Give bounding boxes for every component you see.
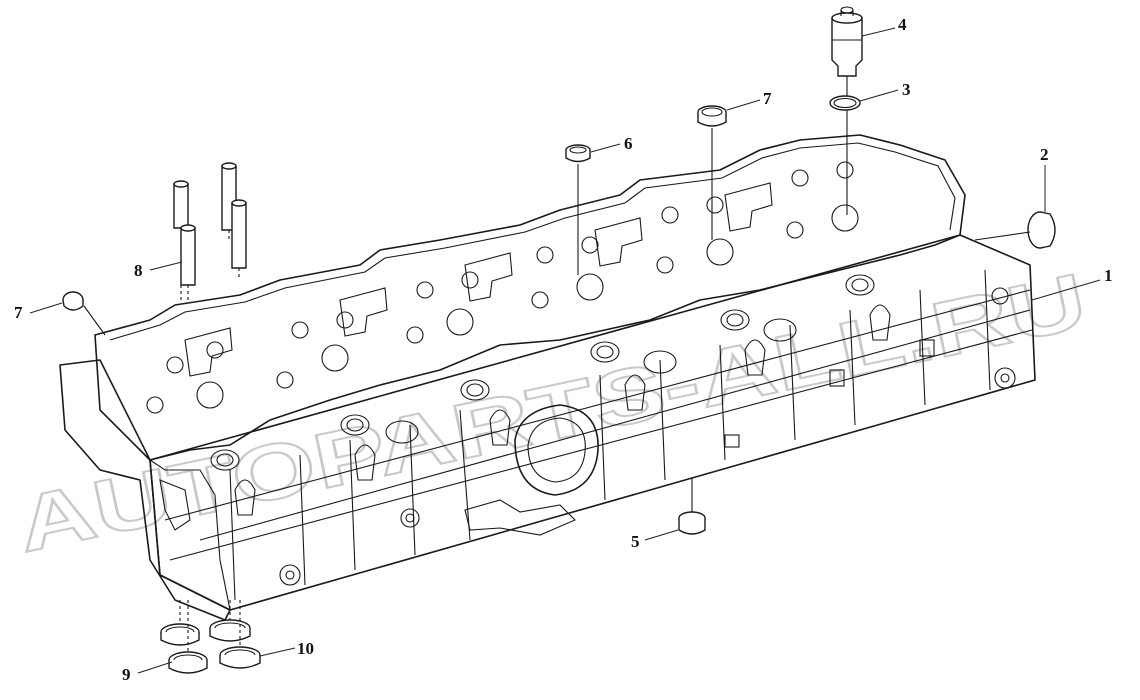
watermark: AUTOPARTS-ALL.RU (9, 256, 1093, 569)
svg-text:1: 1 (1104, 266, 1113, 285)
svg-text:8: 8 (134, 261, 143, 280)
part-dowel-tubes (173, 162, 247, 300)
part-plug-cap-left (62, 291, 84, 311)
part-o-ring (829, 95, 861, 111)
callout-2: 2 (1040, 145, 1049, 212)
svg-text:7: 7 (14, 303, 23, 322)
callout-8: 8 (134, 261, 183, 280)
part-injector-sleeve (831, 6, 863, 77)
assembly-axis-lines (83, 76, 1031, 512)
part-plug-cap-top (697, 105, 727, 127)
callout-7-left: 7 (14, 302, 63, 322)
svg-text:10: 10 (297, 639, 314, 658)
callout-6: 6 (590, 134, 633, 153)
svg-text:5: 5 (631, 532, 640, 551)
part-expansion-plug (1027, 211, 1056, 249)
cylinder-head (59, 134, 1036, 621)
svg-text:2: 2 (1040, 145, 1049, 164)
callout-3: 3 (859, 80, 911, 102)
callout-1: 1 (1031, 266, 1113, 301)
part-seal-cap (565, 144, 591, 163)
svg-text:4: 4 (898, 15, 907, 34)
part-plug-cap-bottom (678, 511, 706, 535)
part-sealing-rings (160, 600, 261, 674)
callout-10: 10 (259, 639, 314, 658)
svg-text:9: 9 (122, 665, 131, 684)
svg-text:7: 7 (763, 89, 772, 108)
callout-4: 4 (861, 15, 907, 37)
svg-text:3: 3 (902, 80, 911, 99)
callout-9: 9 (122, 661, 173, 684)
svg-text:6: 6 (624, 134, 633, 153)
callout-7-top: 7 (726, 89, 772, 111)
callout-5: 5 (631, 529, 679, 551)
